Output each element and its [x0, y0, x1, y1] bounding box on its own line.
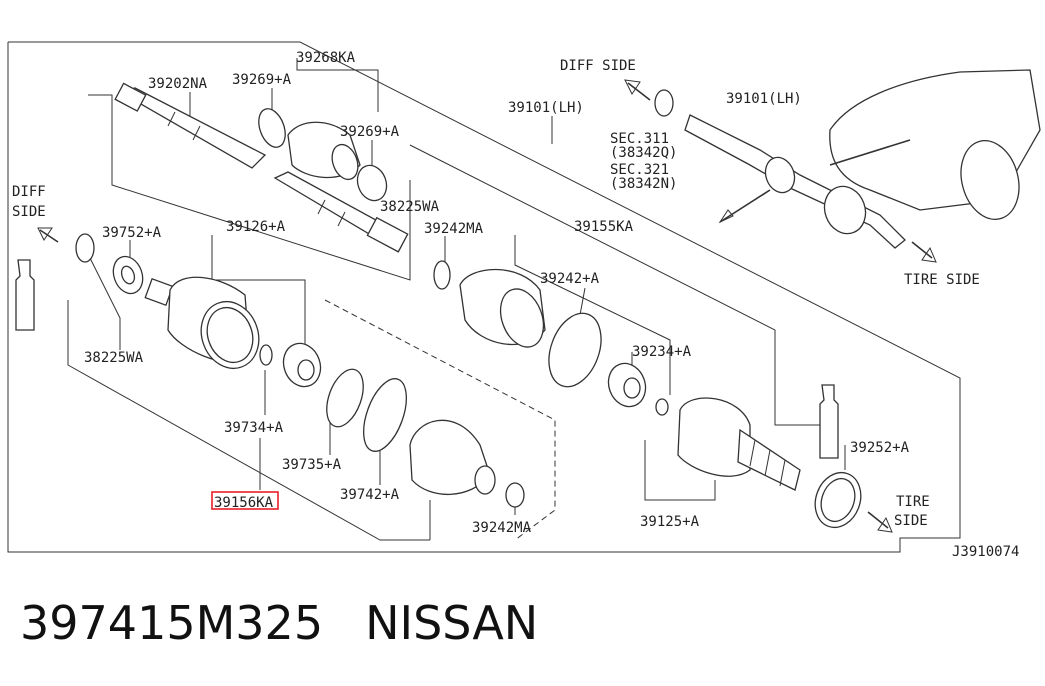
part-caption: 397415M325 NISSAN: [20, 596, 580, 650]
label-39156KA: 39156KA: [214, 495, 274, 511]
label-39242MA-2: 39242MA: [472, 520, 532, 536]
label-39752A: 39752+A: [102, 225, 162, 241]
inboard-boot-top: [258, 108, 388, 202]
label-39269A-1: 39269+A: [232, 72, 292, 88]
direction-arrows: [37, 79, 937, 533]
inner-joint-housing: [144, 276, 322, 388]
outer-group-line: [409, 144, 830, 426]
label-39155KA: 39155KA: [574, 219, 634, 235]
vehicle-inset: [654, 69, 1041, 249]
parts-diagram: 39202NA 39269+A 39268KA 39269+A 39101(LH…: [7, 41, 1041, 560]
axle-shaft: [114, 82, 409, 253]
label-diff-side-2: DIFF SIDE: [560, 58, 636, 74]
label-diff-side-1b: SIDE: [12, 204, 46, 220]
label-39269A-2: 39269+A: [340, 124, 400, 140]
figure-code: J3910074: [952, 544, 1019, 560]
leader-39125A: [644, 440, 716, 501]
label-39126A: 39126+A: [226, 219, 286, 235]
label-38225WA-2: 38225WA: [84, 350, 144, 366]
label-sec321: SEC.321: [610, 162, 669, 178]
outboard-boot: [433, 260, 602, 388]
label-39268KA: 39268KA: [296, 50, 356, 66]
leader-38225WA-1: [89, 257, 121, 350]
leader-39242A: [579, 287, 586, 316]
label-38225WA-1: 38225WA: [380, 199, 440, 215]
outer-joint: [607, 362, 862, 529]
inner-group-line: [67, 300, 430, 541]
part-number: 397415M325: [20, 596, 324, 650]
highlight-box: [211, 491, 279, 510]
label-39735A: 39735+A: [282, 457, 342, 473]
label-39734A: 39734+A: [224, 420, 284, 436]
diagram-frame: [7, 41, 961, 553]
leader-39268KA: [296, 58, 379, 112]
label-39101LH-2: 39101(LH): [726, 91, 802, 107]
label-39742A: 39742+A: [340, 487, 400, 503]
label-39202NA: 39202NA: [148, 76, 208, 92]
label-39101LH-1: 39101(LH): [508, 100, 584, 116]
leader-39126A: [211, 235, 306, 345]
label-39252A: 39252+A: [850, 440, 910, 456]
boot-kit: [326, 368, 525, 508]
leader-39155KA: [514, 235, 671, 395]
label-tire-side-2b: SIDE: [894, 513, 928, 529]
diff-side-seal: [15, 233, 144, 331]
label-39242MA-1: 39242MA: [424, 221, 484, 237]
label-sec311: SEC.311: [610, 131, 669, 147]
brand-name: NISSAN: [365, 596, 539, 650]
label-tire-side-2a: TIRE: [896, 494, 930, 510]
label-39242A: 39242+A: [540, 271, 600, 287]
label-tire-side-1: TIRE SIDE: [904, 272, 980, 288]
label-diff-side-1a: DIFF: [12, 184, 46, 200]
boot-kit-box: [324, 299, 556, 541]
label-38342Q: (38342Q): [610, 145, 677, 161]
label-39125A: 39125+A: [640, 514, 700, 530]
label-38342N: (38342N): [610, 176, 677, 192]
label-39234A: 39234+A: [632, 344, 692, 360]
